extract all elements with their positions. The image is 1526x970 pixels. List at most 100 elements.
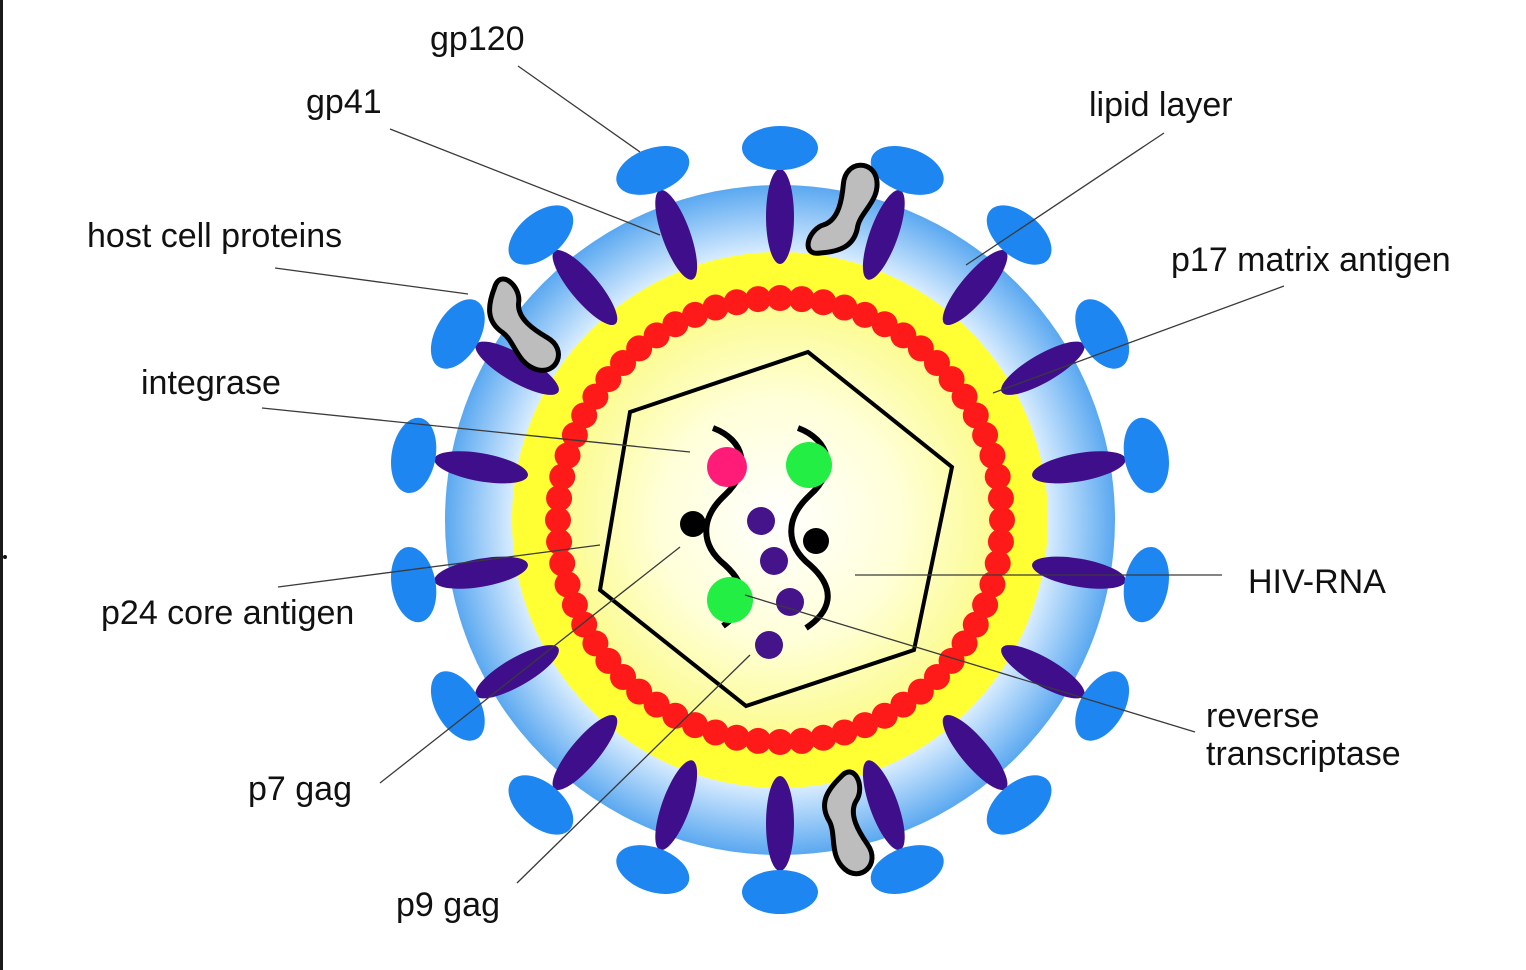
label-p9-gag: p9 gag: [396, 886, 500, 924]
gp41-stem: [475, 341, 559, 395]
p17-matrix-bead: [810, 724, 837, 751]
label-reverse-transcriptase-2: transcriptase: [1206, 735, 1401, 773]
label-gp120: gp120: [430, 20, 525, 58]
p17-matrix-bead: [546, 528, 573, 555]
p17-matrix-bead: [871, 311, 898, 338]
p17-matrix-bead: [972, 422, 999, 449]
gp41-stem: [1001, 645, 1085, 699]
p17-matrix-bead: [549, 550, 576, 577]
p17-matrix-bead: [662, 311, 689, 338]
p17-matrix-bead: [788, 727, 815, 754]
p17-matrix-bead: [989, 507, 1015, 533]
p17-matrix-bead: [831, 294, 858, 321]
label-gp41: gp41: [306, 83, 382, 121]
p17-matrix-bead: [545, 507, 571, 533]
p17-matrix-bead: [546, 485, 573, 512]
p17-matrix-bead: [987, 485, 1014, 512]
p9-gag-molecule: [747, 507, 775, 535]
p17-matrix-bead: [984, 550, 1011, 577]
gp41-stem: [766, 776, 794, 871]
p17-matrix-bead: [962, 611, 989, 638]
gp41-stem: [434, 451, 528, 484]
gp120-head: [870, 845, 944, 894]
gp41-stem: [1001, 341, 1085, 395]
gp41-stem: [942, 715, 1008, 790]
p7-gag-molecule: [680, 511, 706, 537]
image-left-border: [0, 0, 3, 970]
leader-p24: [277, 544, 601, 588]
p17-matrix-bead: [554, 442, 581, 469]
p17-matrix-bead: [979, 442, 1006, 469]
label-reverse-transcriptase-1: reverse: [1206, 697, 1319, 735]
p17-matrix-bead: [571, 402, 598, 429]
label-p7-gag: p7 gag: [248, 770, 352, 808]
p9-gag-molecule: [755, 631, 783, 659]
label-p17-matrix-antigen: p17 matrix antigen: [1171, 241, 1451, 279]
gp120-head: [986, 205, 1052, 265]
label-host-cell-proteins: host cell proteins: [87, 217, 342, 255]
p17-matrix-bead: [851, 301, 878, 328]
p17-matrix-ring: [545, 285, 1015, 755]
gp120-head: [1075, 671, 1130, 741]
gp41-stem: [766, 169, 794, 264]
gp41-stem: [1032, 451, 1126, 484]
p24-capsid: [597, 349, 955, 709]
gp41-stem: [862, 760, 905, 851]
leader-p9-gag: [516, 654, 751, 884]
p17-matrix-bead: [561, 591, 588, 618]
p17-matrix-bead: [767, 729, 793, 755]
p17-matrix-bead: [767, 285, 793, 311]
leader-integrase: [261, 407, 691, 453]
gp120-head: [1123, 546, 1169, 623]
host-cell-protein: [822, 769, 875, 877]
host-cell-proteins: [487, 162, 880, 877]
gp120-head: [508, 775, 574, 835]
p17-matrix-bead: [962, 402, 989, 429]
p17-matrix-bead: [582, 630, 609, 657]
p17-matrix-bead: [571, 611, 598, 638]
p17-matrix-bead: [549, 463, 576, 490]
p17-matrix-bead: [972, 591, 999, 618]
gp120-head: [986, 775, 1052, 835]
p17-matrix-bead: [871, 702, 898, 729]
inner-space: [558, 298, 1002, 742]
p17-matrix-bead: [810, 289, 837, 316]
gp41-stem: [862, 189, 905, 280]
p7-gag-molecule: [803, 528, 829, 554]
gp120-head: [1075, 299, 1130, 369]
gp41-stem: [434, 556, 528, 589]
gp120-head: [616, 845, 690, 894]
gp41-stem: [552, 715, 618, 790]
leader-p7-gag: [379, 546, 681, 784]
p17-matrix-bead: [723, 289, 750, 316]
gp41-stem: [552, 250, 618, 325]
p17-matrix-bead: [851, 712, 878, 739]
leader-host-cell-proteins: [274, 267, 469, 295]
gp120-head: [430, 671, 485, 741]
p17-matrix-bead: [987, 528, 1014, 555]
p17-matrix-bead: [979, 571, 1006, 598]
gp120-head: [430, 299, 485, 369]
p17-matrix-bead: [788, 286, 815, 313]
gp120-head: [391, 546, 437, 623]
leader-lipid-layer: [965, 132, 1165, 266]
gp120-head: [508, 205, 574, 265]
p9-gag-molecule: [760, 547, 788, 575]
gp120-head: [742, 126, 818, 170]
stray-dot: [3, 555, 7, 559]
reverse-transcriptase-molecule: [786, 442, 832, 488]
label-p24-core-antigen: p24 core antigen: [101, 594, 354, 632]
p17-matrix-bead: [682, 301, 709, 328]
p17-matrix-bead: [702, 294, 729, 321]
gp120-head: [1123, 417, 1169, 494]
leader-p17: [992, 285, 1285, 394]
gp120-head: [870, 146, 944, 195]
gp120-head: [742, 870, 818, 914]
host-cell-protein: [487, 276, 561, 373]
p17-matrix-bead: [951, 383, 978, 410]
label-integrase: integrase: [141, 364, 281, 402]
p17-matrix-bead: [745, 286, 772, 313]
p17-matrix-bead: [723, 724, 750, 751]
p17-matrix-bead: [561, 422, 588, 449]
